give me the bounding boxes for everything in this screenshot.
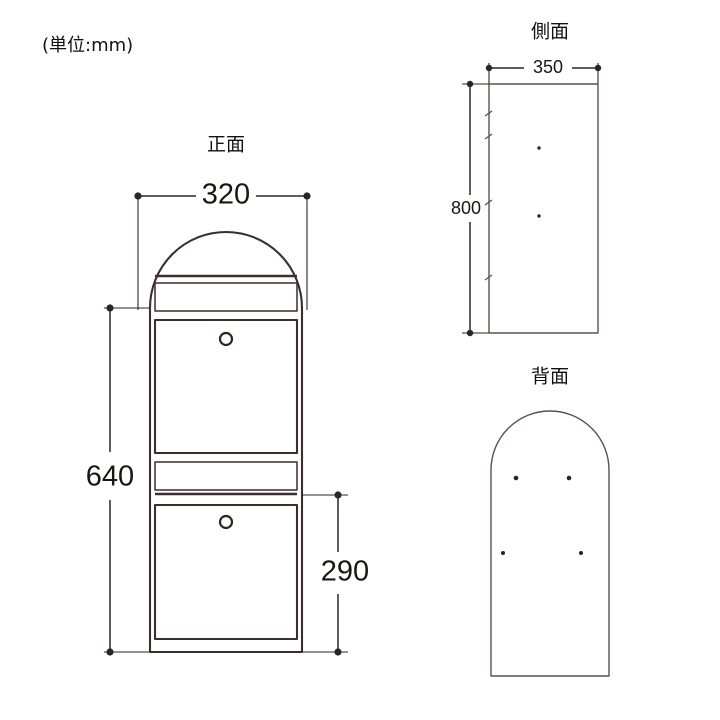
side-height-value: 800 <box>451 198 481 218</box>
upper-door-panel <box>153 318 299 455</box>
side-view-group: 側面 350 <box>451 21 602 337</box>
back-plate-outline <box>490 410 610 677</box>
side-view-title: 側面 <box>531 21 569 43</box>
front-lower-height-value: 290 <box>321 556 369 588</box>
front-view-group: 正面 320 <box>86 134 369 656</box>
back-view-title: 背面 <box>531 366 569 388</box>
back-view-group: 背面 <box>490 366 610 677</box>
side-hole-lower <box>537 214 541 218</box>
front-height-dimension: 640 <box>86 304 150 656</box>
front-lower-height-dimension: 290 <box>302 491 369 656</box>
side-hole-upper <box>537 146 541 150</box>
side-width-value: 350 <box>533 57 563 77</box>
lower-door-knob <box>218 514 234 530</box>
lower-mail-slot <box>154 461 298 496</box>
side-width-dimension: 350 <box>485 57 602 84</box>
front-width-value: 320 <box>202 179 250 211</box>
side-height-dimension: 800 <box>451 80 489 337</box>
upper-door-knob <box>218 331 234 347</box>
back-mounting-hole-top-right <box>566 475 572 481</box>
unit-note: (単位:mm) <box>42 35 133 56</box>
upper-mail-slot <box>154 274 298 312</box>
back-mounting-hole-bottom-left <box>501 551 505 555</box>
front-total-height-value: 640 <box>86 461 134 493</box>
back-mounting-hole-bottom-right <box>579 551 583 555</box>
front-view-title: 正面 <box>207 134 245 156</box>
side-body-outline <box>488 83 599 334</box>
lower-door-panel <box>153 503 299 641</box>
front-width-dimension: 320 <box>134 179 311 310</box>
side-hinge-ticks <box>484 110 493 281</box>
back-mounting-hole-top-left <box>513 475 519 481</box>
